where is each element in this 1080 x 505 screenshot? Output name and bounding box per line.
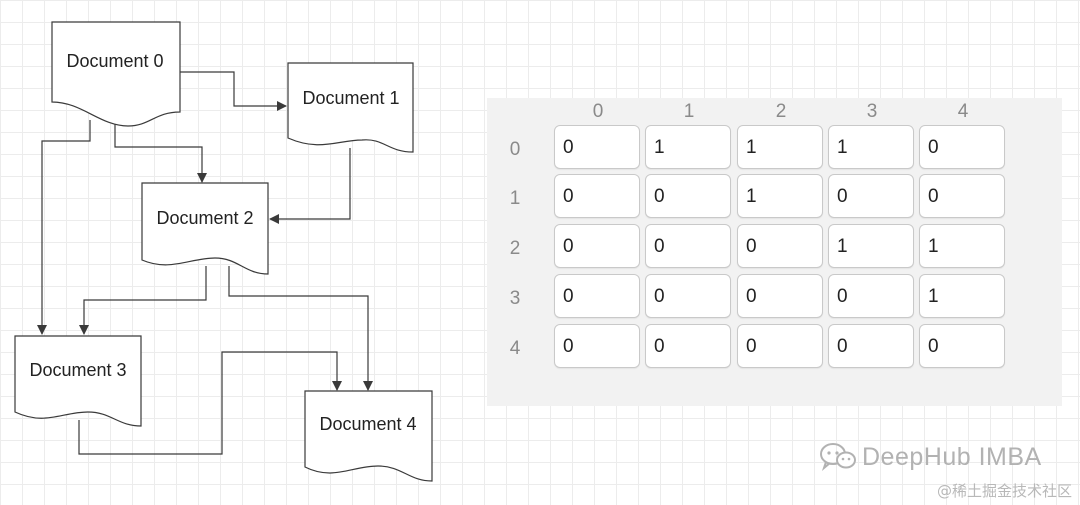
matrix-cell[interactable]: 0 [645, 324, 731, 368]
edge-doc1-doc2 [269, 148, 351, 224]
matrix-cell[interactable]: 1 [828, 125, 914, 169]
node-label: Document 1 [302, 88, 399, 108]
node-doc1[interactable]: Document 1 [287, 62, 414, 153]
node-label: Document 0 [66, 51, 163, 71]
matrix-cell[interactable]: 0 [554, 125, 640, 169]
column-header: 1 [683, 101, 695, 122]
node-doc3[interactable]: Document 3 [14, 335, 142, 427]
matrix-cell[interactable]: 0 [919, 324, 1005, 368]
node-label: Document 4 [319, 414, 416, 434]
matrix-cell[interactable]: 1 [828, 224, 914, 268]
node-label: Document 3 [29, 360, 126, 380]
matrix-cell[interactable]: 0 [828, 324, 914, 368]
watermark: DeepHub IMBA [818, 438, 1042, 476]
edge-doc0-doc3 [37, 120, 91, 335]
row-header: 4 [509, 338, 521, 359]
matrix-cell[interactable]: 0 [737, 224, 823, 268]
node-doc0[interactable]: Document 0 [51, 21, 181, 127]
wechat-icon [820, 443, 856, 472]
adjacency-matrix: 0 1 2 3 4 0 1 2 3 4 0 1 1 1 0 0 0 1 0 0 … [487, 98, 1062, 406]
row-header: 0 [509, 139, 521, 160]
row-header: 2 [509, 238, 521, 259]
edge-doc2-doc3 [79, 266, 207, 335]
column-header: 3 [866, 101, 878, 122]
matrix-cell[interactable]: 1 [737, 125, 823, 169]
matrix-cell[interactable]: 0 [737, 274, 823, 318]
edge-doc2-doc4 [228, 266, 373, 391]
edge-doc0-doc1 [180, 71, 287, 111]
matrix-cell[interactable]: 0 [554, 174, 640, 218]
edge-doc3-doc4 [78, 351, 342, 455]
matrix-cell[interactable]: 1 [919, 274, 1005, 318]
column-header: 0 [592, 101, 604, 122]
row-header: 3 [509, 288, 521, 309]
matrix-cell[interactable]: 1 [645, 125, 731, 169]
matrix-cell[interactable]: 0 [645, 274, 731, 318]
column-header: 2 [775, 101, 787, 122]
matrix-cell[interactable]: 0 [919, 174, 1005, 218]
source-watermark: @稀土掘金技术社区 [936, 482, 1072, 500]
column-header: 4 [957, 101, 969, 122]
row-header: 1 [509, 188, 521, 209]
matrix-cell[interactable]: 0 [919, 125, 1005, 169]
node-label: Document 2 [156, 208, 253, 228]
matrix-cell[interactable]: 0 [828, 274, 914, 318]
matrix-cell[interactable]: 1 [737, 174, 823, 218]
matrix-cell[interactable]: 0 [554, 324, 640, 368]
matrix-cell[interactable]: 0 [554, 274, 640, 318]
matrix-cell[interactable]: 0 [737, 324, 823, 368]
node-doc2[interactable]: Document 2 [141, 182, 269, 275]
matrix-cell[interactable]: 0 [554, 224, 640, 268]
matrix-cell[interactable]: 1 [919, 224, 1005, 268]
watermark-text: DeepHub IMBA [862, 442, 1042, 471]
flow-diagram: Document 0 Document 1 Document 2 Documen… [14, 21, 433, 482]
matrix-cell[interactable]: 0 [828, 174, 914, 218]
node-doc4[interactable]: Document 4 [304, 390, 433, 482]
matrix-cell[interactable]: 0 [645, 224, 731, 268]
edge-doc0-doc2 [114, 116, 207, 183]
matrix-cell[interactable]: 0 [645, 174, 731, 218]
